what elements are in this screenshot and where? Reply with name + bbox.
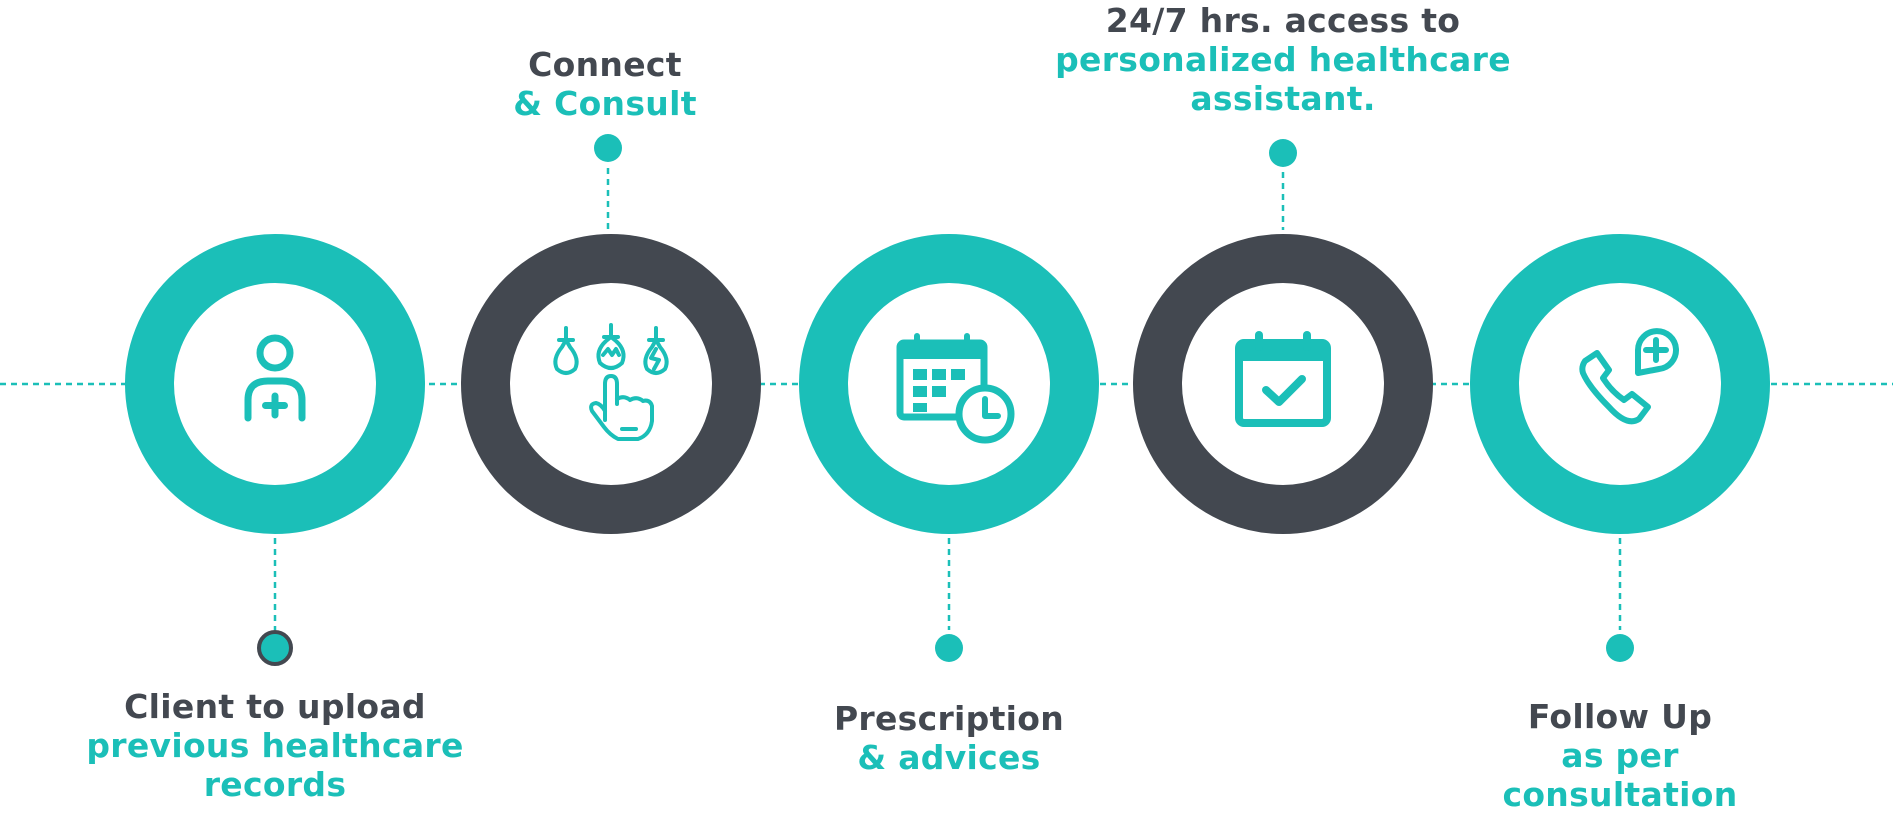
node-dot-step-3 bbox=[935, 634, 963, 662]
step-4-line1: 24/7 hrs. access to bbox=[1105, 1, 1461, 40]
step-5-line2: as per bbox=[1561, 736, 1679, 775]
step-5-line3: consultation bbox=[1502, 775, 1738, 814]
node-dot-step-1 bbox=[257, 630, 293, 666]
step-5-label: Follow Up as per consultation bbox=[1390, 697, 1850, 814]
step-1-ring bbox=[125, 234, 425, 534]
step-4-label: 24/7 hrs. access to personalized healthc… bbox=[1053, 1, 1513, 118]
calendar-check-icon bbox=[1235, 331, 1331, 427]
step-2-line2: & Consult bbox=[513, 84, 697, 123]
step-3-line1: Prescription bbox=[833, 699, 1065, 738]
step-4-ring bbox=[1133, 234, 1433, 534]
node-dot-step-5 bbox=[1606, 634, 1634, 662]
step-5-ring bbox=[1470, 234, 1770, 534]
step-2-label: Connect & Consult bbox=[375, 45, 835, 123]
hand-lightbulbs-icon bbox=[553, 323, 669, 441]
calendar-clock-icon bbox=[896, 333, 1015, 444]
step-4-line2: personalized healthcare bbox=[1055, 40, 1511, 79]
step-3-label: Prescription & advices bbox=[719, 699, 1179, 777]
step-1-line1: Client to upload bbox=[124, 687, 426, 726]
step-1-line2: previous healthcare bbox=[86, 726, 464, 765]
step-2-ring bbox=[461, 234, 761, 534]
step-2-line1: Connect bbox=[528, 45, 682, 84]
step-3-line2: & advices bbox=[857, 738, 1041, 777]
step-1-line3: records bbox=[203, 765, 347, 804]
node-dot-step-2 bbox=[594, 134, 622, 162]
user-plus-icon bbox=[244, 334, 306, 422]
phone-plus-pin-icon bbox=[1579, 328, 1679, 425]
step-3-ring bbox=[799, 234, 1099, 534]
step-1-label: Client to upload previous healthcare rec… bbox=[45, 687, 505, 804]
step-5-line1: Follow Up bbox=[1527, 697, 1713, 736]
node-dot-step-4 bbox=[1269, 139, 1297, 167]
step-4-line3: assistant. bbox=[1190, 79, 1376, 118]
